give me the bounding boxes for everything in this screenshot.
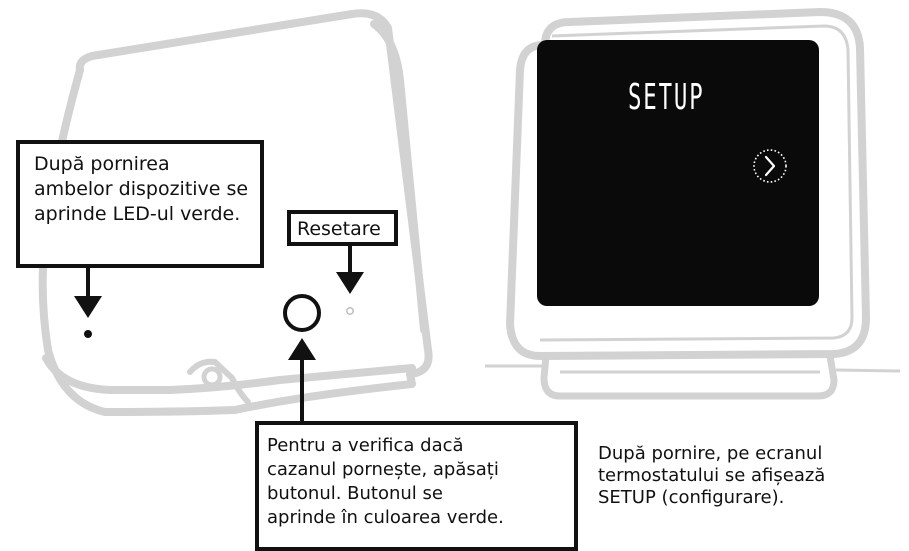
up-arrow-icon	[288, 338, 316, 423]
reset-callout: Resetare	[287, 210, 398, 246]
boiler-callout-line: butonul. Butonul se	[267, 483, 443, 504]
thermostat-screen	[537, 40, 819, 306]
boiler-test-callout: Pentru a verifica dacă cazanul pornește,…	[255, 421, 578, 551]
down-arrow-icon	[336, 246, 364, 294]
boiler-callout-line: cazanul pornește, apăsați	[267, 459, 499, 480]
reset-pinhole	[346, 307, 354, 315]
caption-line: După pornire, pe ecranul	[598, 443, 823, 464]
thermostat-device	[485, 8, 901, 400]
boiler-callout-line: Pentru a verifica dacă	[267, 435, 464, 456]
setup-display-text: SETUP	[628, 77, 705, 118]
boiler-callout-line: aprinde în culoarea verde.	[267, 507, 504, 528]
setup-caption: După pornire, pe ecranul termostatului s…	[598, 443, 909, 509]
led-callout: După pornirea ambelor dispozitive se apr…	[16, 140, 264, 268]
caption-line: termostatului se afișează	[598, 465, 826, 486]
boiler-test-button	[283, 294, 321, 332]
chevron-right-icon	[753, 149, 787, 183]
led-indicator	[84, 330, 92, 338]
caption-line: SETUP (configurare).	[598, 487, 785, 508]
down-arrow-icon	[74, 268, 102, 318]
